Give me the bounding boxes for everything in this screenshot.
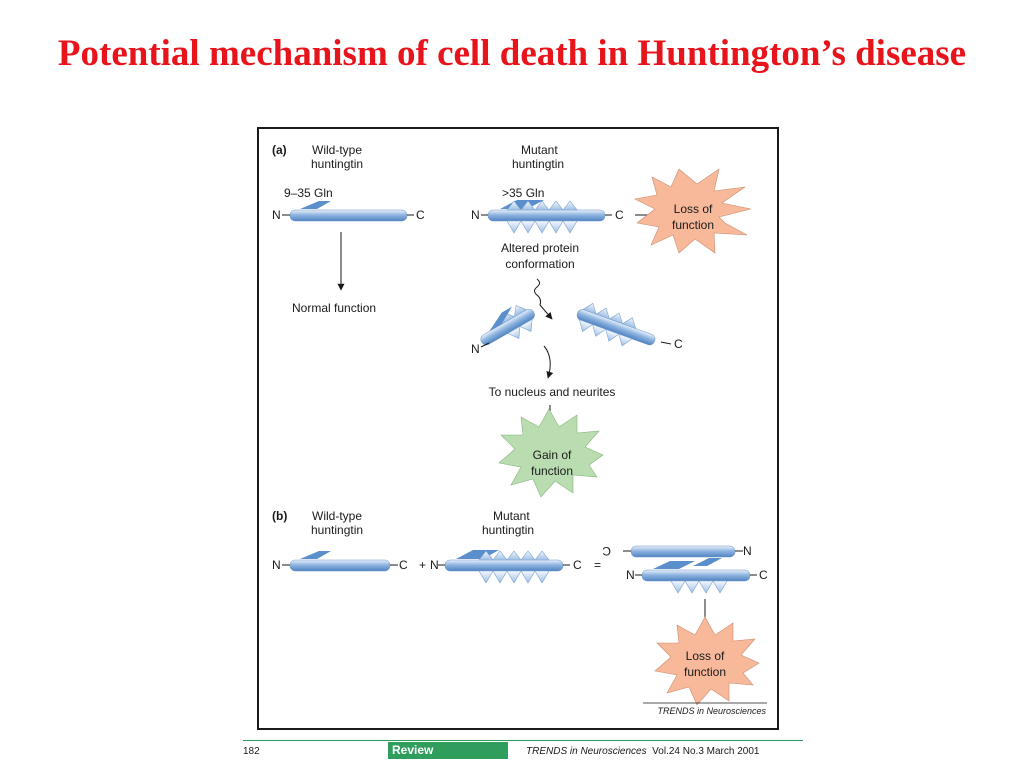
equals-sign: =	[594, 558, 601, 572]
wt-c-terminus: C	[416, 208, 425, 222]
panel-b-wildtype-label-1: Wild-type	[312, 509, 362, 523]
panel-a-wildtype-label-2: huntingtin	[311, 157, 363, 171]
gain-of-function-line1: Gain of	[533, 448, 572, 462]
wt-b-c-terminus: C	[399, 558, 408, 572]
altered-conformation-line1: Altered protein	[501, 241, 579, 255]
complex-n-terminus-bottom: N	[626, 568, 635, 582]
mut-b-n-terminus: N	[430, 558, 439, 572]
panel-a-wildtype-label-1: Wild-type	[312, 143, 362, 157]
loss-of-function-a-line1: Loss of	[674, 202, 713, 216]
wt-gln-label: 9–35 Gln	[284, 186, 333, 200]
fragment-n-terminus: N	[471, 342, 480, 356]
mut-gln-label: >35 Gln	[502, 186, 544, 200]
complex-wildtype-flipped	[623, 545, 743, 566]
c-terminal-fragment	[576, 302, 656, 347]
wt-b-n-terminus: N	[272, 558, 281, 572]
panel-a-mutant-label-2: huntingtin	[512, 157, 564, 171]
wildtype-protein-b	[282, 551, 398, 572]
mut-n-terminus: N	[471, 208, 480, 222]
journal-footer: 182 Review TRENDS in Neurosciences Vol.2…	[243, 740, 803, 761]
figure-credit: TRENDS in Neurosciences	[657, 706, 766, 716]
complex-c-terminus-bottom: C	[759, 568, 768, 582]
loss-of-function-b-line2: function	[684, 665, 726, 679]
journal-name: TRENDS in Neurosciences	[526, 746, 647, 757]
complex-n-terminus-top: N	[743, 544, 752, 558]
altered-conformation-line2: conformation	[505, 257, 574, 271]
journal-citation: TRENDS in Neurosciences Vol.24 No.3 Marc…	[526, 746, 759, 757]
loss-of-function-burst-b	[654, 616, 760, 706]
fragment-c-terminus: C	[674, 337, 683, 351]
panel-b-mutant-label-2: huntingtin	[482, 523, 534, 537]
figure-frame: (a) Wild-type huntingtin Mutant huntingt…	[257, 127, 779, 730]
gain-of-function-burst	[498, 408, 604, 498]
journal-issue: Vol.24 No.3 March 2001	[652, 746, 760, 757]
section-badge: Review	[388, 742, 508, 759]
cleavage-squiggle-arrow	[534, 278, 553, 320]
loss-of-function-a-line2: function	[672, 218, 714, 232]
complex-c-terminus-flipped: C	[602, 544, 611, 558]
panel-b-tag: (b)	[272, 509, 287, 523]
wt-n-terminus: N	[272, 208, 281, 222]
loss-of-function-burst-a	[634, 168, 752, 254]
huntingtin-diagram: (a) Wild-type huntingtin Mutant huntingt…	[272, 143, 768, 716]
panel-a-mutant-label-1: Mutant	[521, 143, 558, 157]
mut-c-terminus: C	[615, 208, 624, 222]
mutant-protein-a	[481, 200, 612, 234]
panel-b-wildtype-label-2: huntingtin	[311, 523, 363, 537]
slide-title: Potential mechanism of cell death in Hun…	[57, 33, 967, 74]
n-terminal-fragment	[480, 305, 535, 346]
complex-mutant	[635, 561, 757, 594]
panel-a-tag: (a)	[272, 143, 287, 157]
gain-of-function-line2: function	[531, 464, 573, 478]
plus-sign: +	[419, 558, 426, 572]
page-number: 182	[243, 746, 260, 757]
arrow-to-nucleus	[543, 345, 554, 379]
wildtype-protein-a	[282, 201, 414, 222]
mut-b-c-terminus: C	[573, 558, 582, 572]
normal-function-label: Normal function	[292, 301, 376, 315]
mutant-protein-b	[438, 550, 570, 584]
loss-of-function-b-line1: Loss of	[686, 649, 725, 663]
to-nucleus-label: To nucleus and neurites	[489, 385, 616, 399]
panel-b-mutant-label-1: Mutant	[493, 509, 530, 523]
